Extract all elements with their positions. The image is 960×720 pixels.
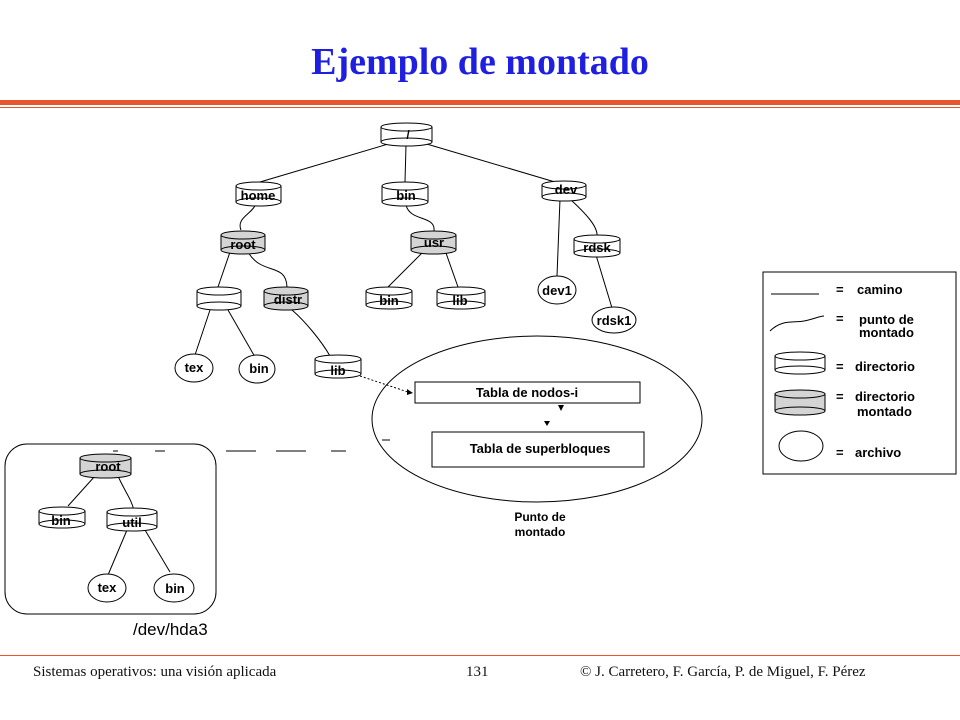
- legend-equals: =: [836, 359, 844, 374]
- device-hda3: root bin util tex bin /dev/: [4, 443, 217, 639]
- slide-title: Ejemplo de montado: [311, 41, 649, 83]
- node-unnamed-dir: [196, 286, 242, 311]
- node-tex-file: tex: [174, 353, 214, 383]
- mount-link-dashed: [113, 439, 390, 452]
- legend-equals: =: [836, 282, 844, 297]
- legend-file-label: archivo: [855, 445, 901, 460]
- footer-page-number: 131: [466, 664, 489, 680]
- node-label: bin: [379, 293, 399, 308]
- device-node-bin: bin: [38, 506, 86, 529]
- footer-rule: [0, 655, 960, 656]
- device-name: /dev/hda3: [133, 620, 208, 639]
- legend-mount-label: montado: [859, 325, 914, 340]
- node-label: root: [95, 459, 121, 474]
- node-label: util: [122, 515, 142, 530]
- node-root-mounted: root: [220, 230, 266, 255]
- node-label: tex: [185, 360, 205, 375]
- node-label: bin: [249, 361, 269, 376]
- legend-directory-label: directorio: [855, 359, 915, 374]
- node-label: rdsk: [583, 240, 611, 255]
- node-lib-mount-target: lib: [314, 354, 362, 379]
- legend-mounted-label: montado: [857, 404, 912, 419]
- node-usr-mounted: usr: [410, 230, 457, 255]
- node-rdsk1-file: rdsk1: [591, 306, 637, 334]
- tree-edges: [194, 141, 613, 358]
- footer-book-title: Sistemas operativos: una visión aplicada: [33, 664, 277, 680]
- node-label: rdsk1: [597, 313, 632, 328]
- node-label: usr: [424, 235, 444, 250]
- node-label: /: [406, 128, 410, 142]
- arrow-right-icon: [407, 389, 413, 395]
- node-label: root: [230, 237, 256, 252]
- node-label: bin: [396, 188, 416, 203]
- title-rule-thin: [0, 107, 960, 108]
- node-root-slash: /: [380, 122, 433, 147]
- legend-path-label: camino: [857, 282, 903, 297]
- node-bin: bin: [381, 181, 429, 207]
- title-rule: [0, 100, 960, 105]
- superblock-table: Tabla de superbloques: [431, 431, 645, 468]
- node-label: bin: [165, 581, 185, 596]
- node-dev1-file: dev1: [537, 275, 577, 305]
- legend-file-swatch: [778, 430, 824, 462]
- superblock-table-label: Tabla de superbloques: [470, 441, 611, 456]
- node-label: dev1: [542, 283, 572, 298]
- inode-table: Tabla de nodos-i: [414, 381, 641, 404]
- mount-point-label: Punto de: [514, 510, 566, 524]
- mount-link-dotted: [359, 375, 409, 393]
- node-usr-lib: lib: [436, 286, 486, 310]
- legend-equals: =: [836, 311, 844, 326]
- legend-mount-swatch: [769, 315, 825, 332]
- legend-mount-label: punto de: [859, 312, 914, 327]
- device-node-bin-file: bin: [153, 573, 195, 603]
- node-rdsk: rdsk: [573, 234, 621, 258]
- node-root-bin-file: bin: [238, 354, 276, 384]
- node-label: lib: [452, 293, 467, 308]
- device-node-tex-file: tex: [87, 573, 127, 603]
- node-label: bin: [51, 513, 71, 528]
- device-node-root-mounted: root: [79, 453, 132, 479]
- node-label: lib: [330, 363, 345, 378]
- inode-table-label: Tabla de nodos-i: [476, 385, 578, 400]
- footer-copyright: © J. Carretero, F. García, P. de Miguel,…: [580, 664, 866, 680]
- legend-equals: =: [836, 389, 844, 404]
- node-home: home: [235, 181, 282, 207]
- device-node-util: util: [106, 507, 158, 532]
- node-dev: dev: [541, 180, 587, 202]
- node-distr-mounted: distr: [263, 286, 309, 311]
- arrow-up-icon: [558, 405, 564, 411]
- mount-point-region: Tabla de nodos-i Tabla de superbloques P…: [359, 335, 703, 539]
- mount-point-label: montado: [515, 525, 566, 539]
- arrow-down-icon: [544, 421, 550, 426]
- node-usr-bin: bin: [365, 286, 413, 310]
- legend-mounted-label: directorio: [855, 389, 915, 404]
- legend-directory-swatch: [774, 351, 826, 375]
- node-label: distr: [274, 292, 302, 307]
- legend-equals: =: [836, 445, 844, 460]
- node-label: tex: [98, 580, 118, 595]
- node-label: home: [241, 188, 276, 203]
- legend: = camino = punto de montado = directorio…: [762, 271, 957, 475]
- legend-mounted-directory-swatch: [774, 389, 826, 416]
- node-label: dev: [555, 182, 578, 197]
